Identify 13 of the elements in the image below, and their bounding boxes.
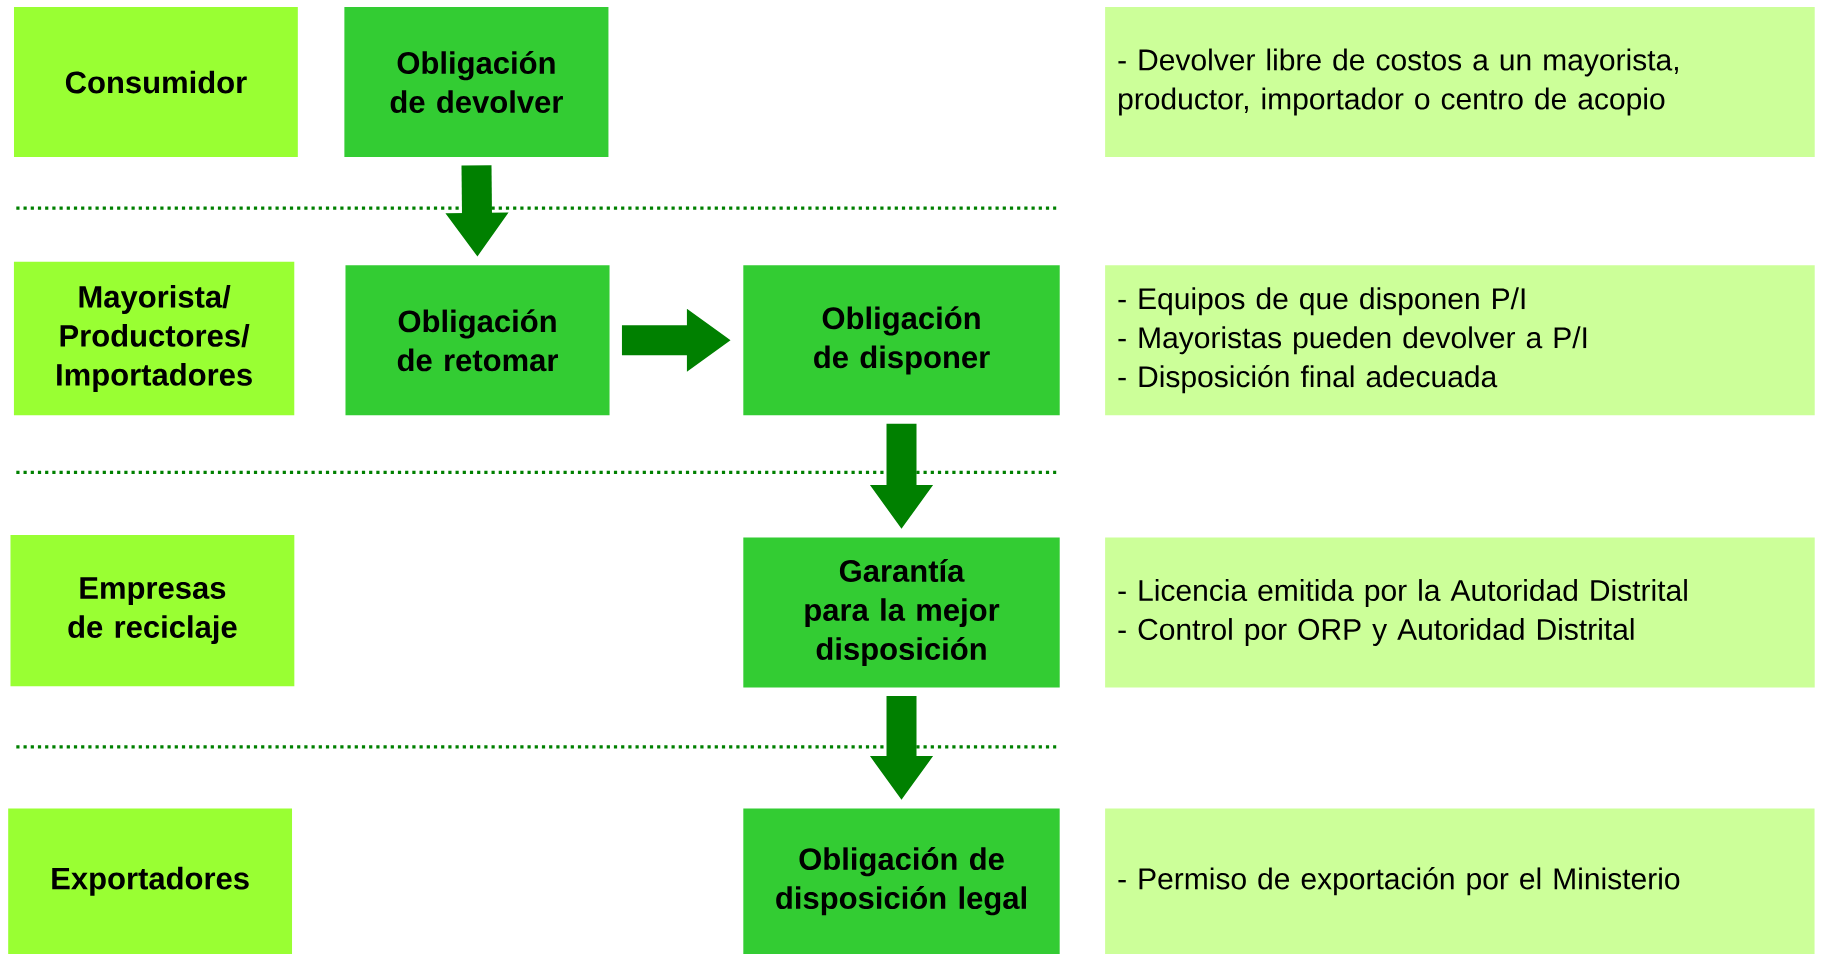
role-box: Exportadores <box>8 808 293 954</box>
note-box: - Permiso de exportación por el Ministerio <box>1105 808 1815 954</box>
obligation-box: Obligación de disposición legal <box>743 808 1060 954</box>
note-box: - Licencia emitida por la Autoridad Distrital - Control por ORP y Autoridad Distrital <box>1105 537 1815 688</box>
obligation-box: Obligación de retomar <box>345 265 610 416</box>
role-box: Mayorista/ Productores/ Importadores <box>13 261 295 416</box>
role-box: Consumidor <box>14 7 298 158</box>
note-box: - Equipos de que disponen P/I - Mayoristas pueden devolver a P/I - Disposición final adecuada <box>1105 265 1815 416</box>
role-box: Empresas de reciclaje <box>10 535 295 687</box>
note-box: - Devolver libre de costos a un mayorista, productor, importador o centro de acopio <box>1105 7 1815 158</box>
obligation-box: Obligación de devolver <box>344 7 609 158</box>
obligation-box: Obligación de disponer <box>743 265 1060 416</box>
obligation-box: Garantía para la mejor disposición <box>743 537 1060 688</box>
